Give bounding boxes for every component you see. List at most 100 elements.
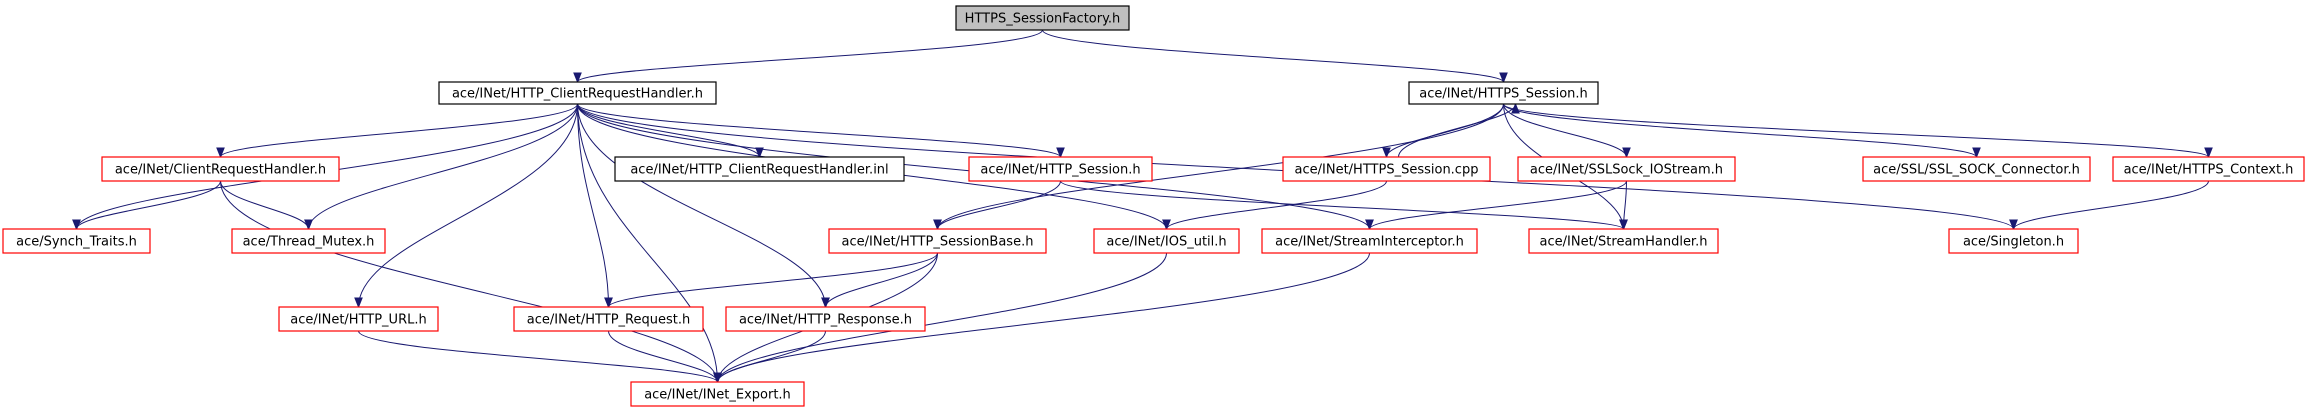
edge-https_session-to-ssl_connector — [1503, 103, 1981, 159]
arrowhead — [216, 147, 225, 159]
node-label: ace/INet/SSLSock_IOStream.h — [1530, 163, 1723, 178]
node-label: ace/INet/HTTPS_Session.cpp — [1295, 163, 1479, 178]
edge-line — [577, 103, 609, 308]
node-label: ace/INet/IOS_util.h — [1106, 235, 1226, 250]
node-ace-inet-ios-util-h[interactable]: ace/INet/IOS_util.h — [1093, 228, 1240, 254]
dependency-edges — [72, 29, 2213, 384]
node-box — [1093, 228, 1240, 254]
edge-line — [358, 103, 578, 308]
edge-line — [1042, 29, 1504, 83]
node-label: ace/INet/StreamHandler.h — [1540, 235, 1708, 250]
edge-line — [220, 180, 718, 383]
node-ace-inet-http-request-h[interactable]: ace/INet/HTTP_Request.h — [513, 306, 704, 332]
arrowhead — [1365, 219, 1374, 231]
node-label: ace/INet/HTTPS_Context.h — [2124, 163, 2294, 178]
edge-https_session_cpp-to-ios_util — [1162, 180, 1387, 231]
node-label: ace/INet/HTTP_SessionBase.h — [842, 235, 1034, 250]
node-ace-inet-http-response-h[interactable]: ace/INet/HTTP_Response.h — [725, 306, 926, 332]
edge-sslsock-to-stream_handler — [1619, 180, 1628, 231]
arrowhead — [604, 297, 613, 309]
node-ace-singleton-h[interactable]: ace/Singleton.h — [1948, 228, 2079, 254]
edge-http_session-to-session_base — [933, 180, 1061, 231]
edge-line — [1398, 103, 1516, 158]
edge-line — [76, 180, 221, 230]
edge-line — [220, 103, 578, 158]
arrowhead — [1382, 147, 1391, 159]
node-label: ace/SSL/SSL_SOCK_Connector.h — [1873, 163, 2080, 178]
node-box — [614, 156, 905, 182]
edge-line — [308, 103, 578, 230]
node-ace-synch-traits-h[interactable]: ace/Synch_Traits.h — [2, 228, 151, 254]
node-label: ace/Synch_Traits.h — [16, 235, 137, 250]
edge-crh-to-http_request — [577, 103, 613, 309]
edge-line — [1386, 103, 1504, 158]
arrowhead — [304, 219, 313, 231]
node-box — [968, 156, 1153, 182]
edge-line — [1503, 103, 2209, 158]
node-ace-inet-http-clientrequesthandler-inl[interactable]: ace/INet/HTTP_ClientRequestHandler.inl — [614, 156, 905, 182]
edge-http_response-to-inet_export — [713, 330, 826, 384]
arrowhead — [1972, 147, 1981, 159]
node-box — [101, 156, 340, 182]
edge-line — [577, 103, 718, 383]
node-label: ace/INet/StreamInterceptor.h — [1275, 235, 1464, 250]
edge-line — [577, 29, 1043, 83]
node-label: ace/INet/HTTP_Response.h — [739, 313, 912, 328]
edge-crh-to-http_response — [577, 103, 830, 309]
node-box — [513, 306, 704, 332]
edge-line — [358, 330, 718, 383]
edge-crh-to-http_url — [354, 103, 578, 309]
node-ace-inet-https-session-cpp[interactable]: ace/INet/HTTPS_Session.cpp — [1282, 156, 1491, 182]
node-ace-inet-streaminterceptor-h[interactable]: ace/INet/StreamInterceptor.h — [1261, 228, 1478, 254]
arrowhead — [713, 372, 722, 384]
arrowhead — [1499, 72, 1508, 84]
node-label: ace/Singleton.h — [1963, 235, 2064, 250]
arrowhead — [821, 297, 830, 309]
arrowhead — [72, 219, 81, 231]
node-label: ace/Thread_Mutex.h — [243, 235, 375, 250]
node-ace-inet-inet-export-h[interactable]: ace/INet/INet_Export.h — [630, 381, 805, 407]
arrowhead — [1619, 219, 1628, 231]
node-ace-thread-mutex-h[interactable]: ace/Thread_Mutex.h — [231, 228, 386, 254]
edge-crh-to-inet_export — [577, 103, 722, 384]
node-ace-inet-https-session-h[interactable]: ace/INet/HTTPS_Session.h — [1408, 81, 1599, 105]
node-label: HTTPS_SessionFactory.h — [965, 12, 1121, 27]
edge-https_session_cpp-to-https_session — [1398, 102, 1520, 158]
edge-line — [1369, 180, 1627, 230]
arrowhead — [1622, 147, 1631, 159]
node-label: ace/INet/ClientRequestHandler.h — [115, 163, 326, 178]
node-label: ace/INet/INet_Export.h — [644, 388, 791, 403]
edge-https_session-to-https_context — [1503, 103, 2213, 159]
node-box — [438, 81, 717, 105]
node-ace-inet-http-session-h[interactable]: ace/INet/HTTP_Session.h — [968, 156, 1153, 182]
node-label: ace/INet/HTTP_ClientRequestHandler.h — [452, 87, 703, 102]
node-box — [955, 5, 1130, 31]
edge-line — [1503, 103, 1977, 158]
edge-client_rh-to-thread_mutex — [220, 180, 313, 231]
edge-http_url-to-inet_export — [358, 330, 722, 384]
arrowhead — [933, 219, 942, 231]
node-box — [231, 228, 386, 254]
node-ace-inet-streamhandler-h[interactable]: ace/INet/StreamHandler.h — [1528, 228, 1719, 254]
edge-crh-to-thread_mutex — [304, 103, 578, 231]
edge-client_rh-to-synch_traits — [72, 180, 221, 231]
node-box — [828, 228, 1047, 254]
edge-root-to-crh — [573, 29, 1043, 84]
arrowhead — [2009, 219, 2018, 231]
node-label: ace/INet/HTTP_ClientRequestHandler.inl — [630, 163, 888, 178]
arrowhead — [755, 147, 764, 159]
node-ace-inet-http-clientrequesthandler-h[interactable]: ace/INet/HTTP_ClientRequestHandler.h — [438, 81, 717, 105]
node-ace-inet-clientrequesthandler-h[interactable]: ace/INet/ClientRequestHandler.h — [101, 156, 340, 182]
edge-root-to-https_session — [1042, 29, 1508, 84]
node-label: ace/INet/HTTP_URL.h — [290, 313, 426, 328]
node-ace-inet-sslsock-iostream-h[interactable]: ace/INet/SSLSock_IOStream.h — [1517, 156, 1736, 182]
node-ace-inet-http-url-h[interactable]: ace/INet/HTTP_URL.h — [278, 306, 439, 332]
node-box — [1517, 156, 1736, 182]
node-box — [1528, 228, 1719, 254]
node-ace-inet-https-context-h[interactable]: ace/INet/HTTPS_Context.h — [2112, 156, 2305, 182]
node-ace-ssl-ssl-sock-connector-h[interactable]: ace/SSL/SSL_SOCK_Connector.h — [1862, 156, 2091, 182]
edge-line — [577, 103, 760, 158]
arrowhead — [1511, 102, 1520, 114]
node-ace-inet-http-sessionbase-h[interactable]: ace/INet/HTTP_SessionBase.h — [828, 228, 1047, 254]
edge-sslsock-to-stream_interceptor — [1365, 180, 1627, 231]
